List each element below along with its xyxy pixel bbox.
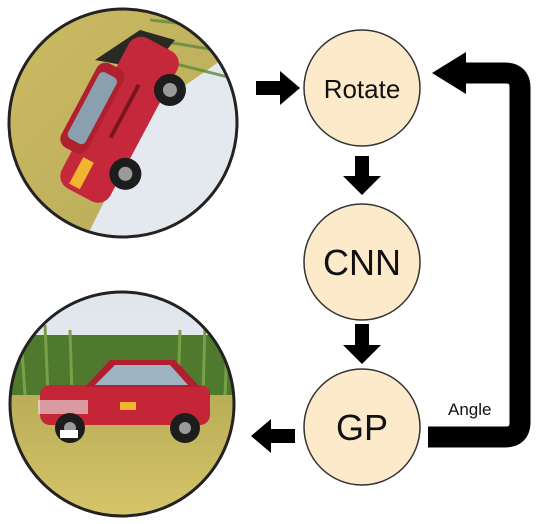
car-shape bbox=[38, 360, 210, 443]
gp-label: GP bbox=[336, 407, 388, 448]
cnn-label: CNN bbox=[323, 242, 401, 283]
output-upright-car-image bbox=[8, 290, 236, 518]
rotate-node: Rotate bbox=[303, 29, 421, 147]
arrow-cnn-to-gp bbox=[343, 324, 381, 364]
arrow-input-to-rotate bbox=[256, 71, 300, 105]
cnn-node: CNN bbox=[303, 203, 421, 321]
feedback-arrowhead bbox=[432, 52, 466, 94]
arrow-gp-to-output bbox=[251, 419, 295, 453]
input-rotated-car-image bbox=[7, 7, 239, 239]
gp-node: GP bbox=[303, 368, 421, 486]
feedback-arrow-gp-to-rotate bbox=[428, 62, 531, 448]
rotate-label: Rotate bbox=[324, 74, 401, 104]
arrow-rotate-to-cnn bbox=[343, 156, 381, 195]
angle-label: Angle bbox=[448, 400, 491, 419]
